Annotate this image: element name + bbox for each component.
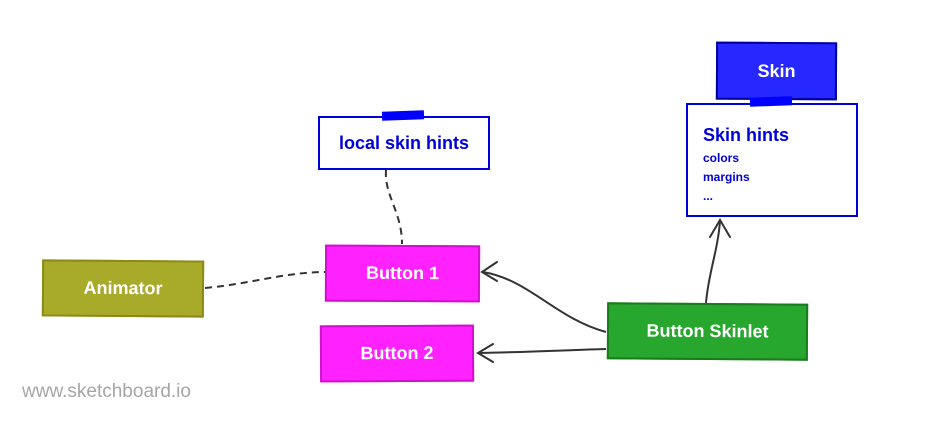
skinlet-to-button2-arrow xyxy=(478,348,607,354)
skin-label: Skin xyxy=(757,60,796,81)
skinlet-to-button1-arrow xyxy=(482,271,607,333)
button1-node[interactable]: Button 1 xyxy=(324,244,481,303)
skin-node[interactable]: Skin xyxy=(715,41,838,101)
animator-node[interactable]: Animator xyxy=(41,259,205,318)
skin-hints-tape xyxy=(749,96,793,107)
local-skin-hints-label: local skin hints xyxy=(338,132,470,153)
button2-node[interactable]: Button 2 xyxy=(319,324,475,383)
button1-label: Button 1 xyxy=(365,262,440,284)
skin-hints-note[interactable]: Skin hints colors margins ... xyxy=(686,103,858,217)
button2-arrowhead xyxy=(476,343,494,363)
local-skin-hints-note[interactable]: local skin hints xyxy=(318,116,490,170)
local-hints-to-button1-connector xyxy=(384,169,403,245)
skin-hints-item: ... xyxy=(703,189,714,203)
animator-label: Animator xyxy=(83,277,163,299)
skin-hints-item: colors xyxy=(703,151,740,165)
skin-hints-item: margins xyxy=(703,170,750,184)
button-skinlet-node[interactable]: Button Skinlet xyxy=(606,302,809,361)
animator-to-button1-connector xyxy=(204,271,327,289)
local-skin-hints-tape xyxy=(381,110,425,121)
button2-label: Button 2 xyxy=(360,342,434,364)
button-skinlet-label: Button Skinlet xyxy=(646,320,769,342)
skinlet-to-skinhints-arrow xyxy=(705,220,721,304)
skinhints-arrowhead xyxy=(709,218,731,238)
button1-arrowhead xyxy=(480,261,498,282)
skin-hints-title: Skin hints xyxy=(703,125,790,145)
watermark-text: www.sketchboard.io xyxy=(22,381,191,402)
